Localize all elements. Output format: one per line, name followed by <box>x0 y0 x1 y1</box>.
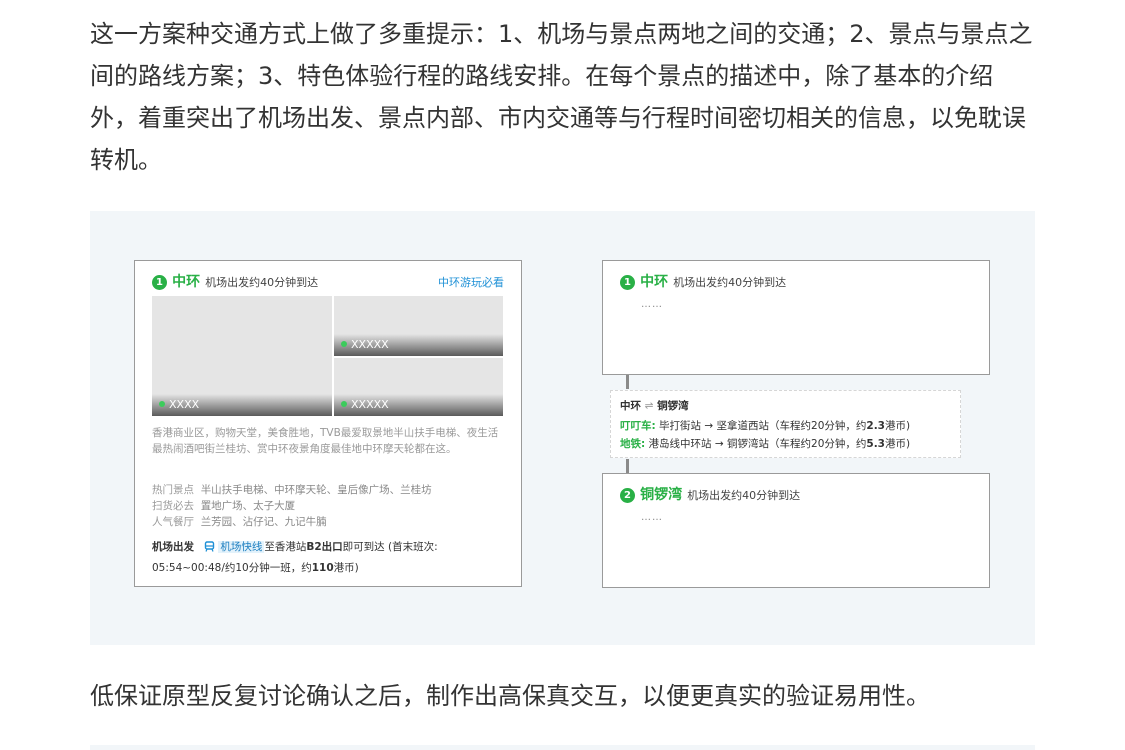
photo-main[interactable]: XXXX <box>152 296 332 416</box>
photo-top-right[interactable]: XXXXX <box>334 296 503 356</box>
airport-express-tag[interactable]: 机场快线 <box>218 541 265 553</box>
transit-row-tram: 叮叮车: 毕打街站 → 坚拿道西站（车程约20分钟，约2.3港币) <box>620 420 911 432</box>
spot-detail-card: 1 中环 机场出发约40分钟到达 中环游玩必看 XXXX XXXXX XXXXX… <box>134 260 522 587</box>
stop-subtitle: 机场出发约40分钟到达 <box>673 276 787 289</box>
departure-label: 机场出发 <box>152 541 194 553</box>
stop-name: 中环 <box>640 274 669 290</box>
outro-paragraph: 低保证原型反复讨论确认之后，制作出高保真交互，以便更真实的验证易用性。 <box>90 682 930 710</box>
bus-icon <box>204 540 215 559</box>
spot-name: 中环 <box>172 274 201 290</box>
swap-icon: ⇌ <box>644 400 654 412</box>
location-dot-icon <box>341 401 347 407</box>
photo-caption: XXXXX <box>351 338 389 351</box>
info-row-restaurants: 人气餐厅 兰芳园、沾仔记、九记牛腩 <box>152 516 327 528</box>
stop-subtitle: 机场出发约40分钟到达 <box>687 489 801 502</box>
photo-caption: XXXXX <box>351 398 389 411</box>
spot-subtitle: 机场出发约40分钟到达 <box>205 276 319 289</box>
spot-description: 香港商业区，购物天堂，美食胜地，TVB最爱取景地半山扶手电梯、夜生活最热闹酒吧街… <box>152 427 499 455</box>
stop-name: 铜锣湾 <box>640 487 683 503</box>
stop-number-badge: 2 <box>620 488 635 503</box>
route-connector-bottom <box>626 459 629 473</box>
next-section-divider <box>90 745 1035 750</box>
spot-info-list: 热门景点 半山扶手电梯、中环摩天轮、皇后像广场、兰桂坊 扫货必去 置地广场、太子… <box>152 482 504 530</box>
photo-caption: XXXX <box>169 398 200 411</box>
stop-body-placeholder: …… <box>641 299 663 310</box>
stop-number-badge: 1 <box>620 275 635 290</box>
info-row-hot-spots: 热门景点 半山扶手电梯、中环摩天轮、皇后像广场、兰桂坊 <box>152 484 432 496</box>
airport-departure-info: 机场出发 机场快线至香港站B2出口即可到达 (首末班次: 05:54~00:48… <box>152 540 438 574</box>
card-header: 1 中环 机场出发约40分钟到达 中环游玩必看 <box>152 271 504 291</box>
prototype-figure: 1 中环 机场出发约40分钟到达 中环游玩必看 XXXX XXXXX XXXXX… <box>90 211 1035 645</box>
stop-body-placeholder: …… <box>641 512 663 523</box>
transit-options-box: 中环 ⇌ 铜锣湾 叮叮车: 毕打街站 → 坚拿道西站（车程约20分钟，约2.3港… <box>610 390 961 458</box>
route-stop-card-1: 1 中环 机场出发约40分钟到达 …… <box>602 260 990 375</box>
intro-paragraph: 这一方案种交通方式上做了多重提示：1、机场与景点两地之间的交通；2、景点与景点之… <box>90 20 1033 174</box>
route-connector-top <box>626 375 629 389</box>
route-stop-card-2: 2 铜锣湾 机场出发约40分钟到达 …… <box>602 473 990 588</box>
must-see-link[interactable]: 中环游玩必看 <box>438 276 504 289</box>
info-row-shopping: 扫货必去 置地广场、太子大厦 <box>152 500 296 512</box>
spot-number-badge: 1 <box>152 275 167 290</box>
location-dot-icon <box>341 341 347 347</box>
photo-bottom-right[interactable]: XXXXX <box>334 358 503 416</box>
transit-row-metro: 地铁: 港岛线中环站 → 铜锣湾站（车程约20分钟，约5.3港币) <box>620 438 911 450</box>
location-dot-icon <box>159 401 165 407</box>
transit-header: 中环 ⇌ 铜锣湾 <box>620 400 689 412</box>
